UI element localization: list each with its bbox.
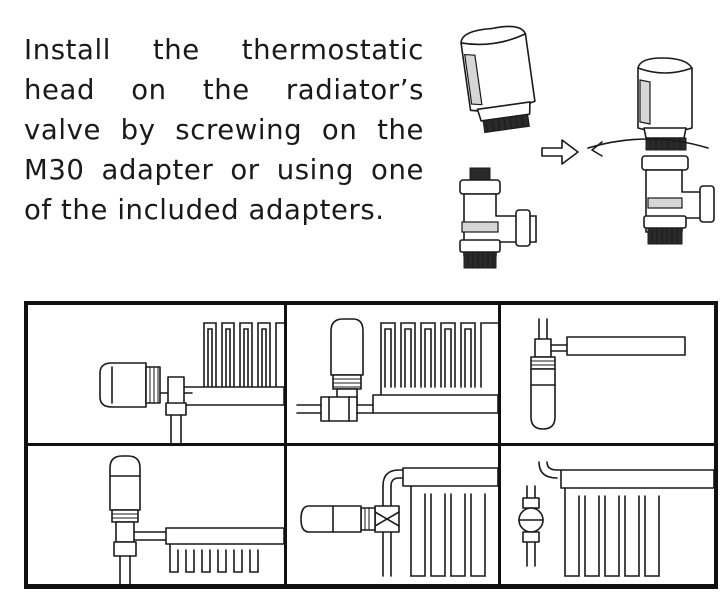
variant-vertical-bottom-valve <box>287 305 498 443</box>
variant-vertical-low-radiator <box>28 446 284 584</box>
thermostatic-head <box>460 25 536 134</box>
assembled-head-on-valve <box>587 57 715 245</box>
variant-horizontal-side-radiator <box>28 305 284 443</box>
instruction-text: Install the thermostatic head on the rad… <box>24 34 424 226</box>
arrow-right-icon <box>541 139 579 165</box>
variant-vertical-pipe-side <box>501 305 714 443</box>
variant-horizontal-corner-valve <box>287 446 498 584</box>
installation-variants-grid <box>24 301 718 589</box>
radiator-valve <box>459 167 537 269</box>
variant-horizontal-round-valve <box>501 446 714 584</box>
installation-illustration <box>459 25 715 269</box>
